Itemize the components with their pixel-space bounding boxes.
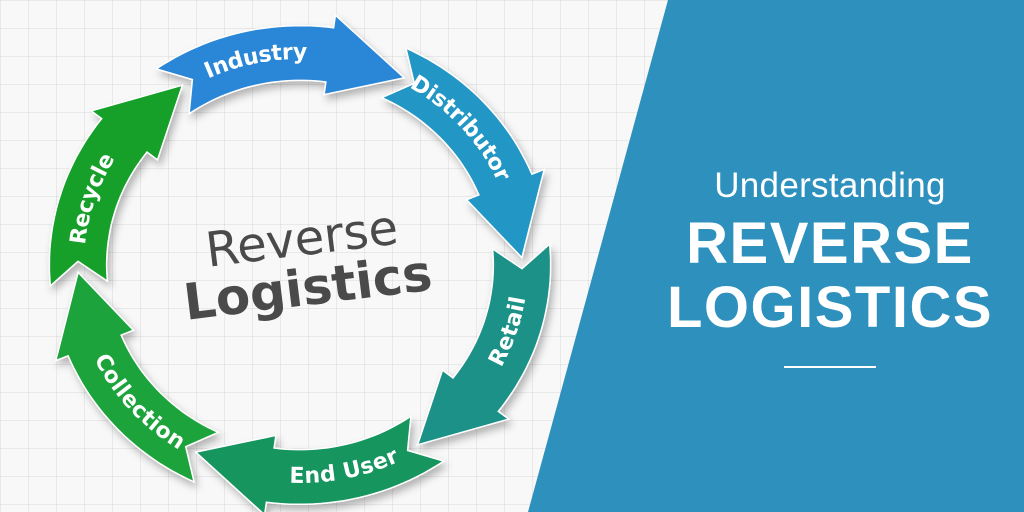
center-title: Reverse Logistics [181,200,436,332]
arrow-retail [416,242,552,446]
arrow-collection [54,270,221,484]
arrow-distributor [379,46,546,260]
headline-reverse: REVERSE [686,211,974,276]
arrow-industry [154,13,406,116]
headline-logistics: LOGISTICS [666,275,994,340]
blue-panel-shape [528,0,1024,512]
arrow-recycle [48,84,184,288]
headline: Understanding REVERSE LOGISTICS [650,160,1010,368]
arrow-end-user [194,414,446,512]
headline-underline [784,366,876,368]
headline-understanding: Understanding [714,166,946,205]
